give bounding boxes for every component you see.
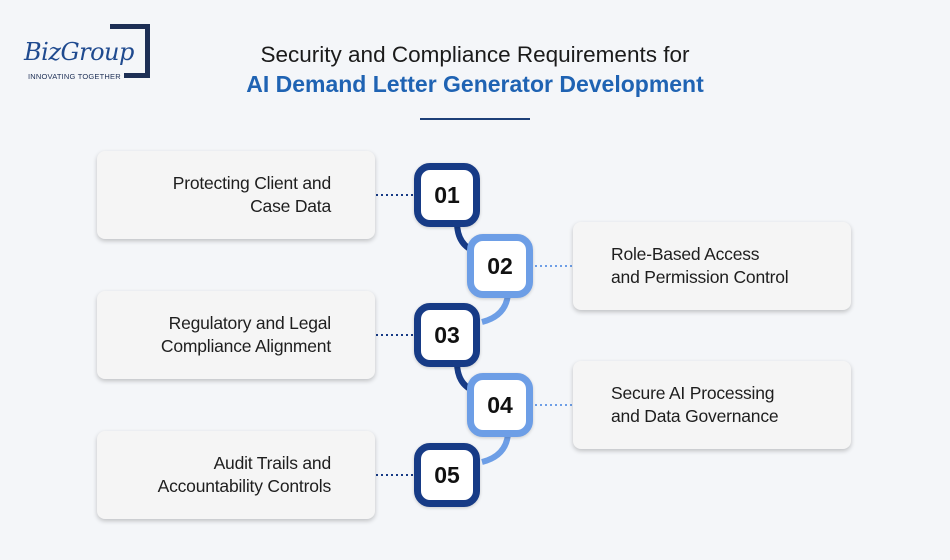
step-badge-02: 02 (467, 234, 533, 298)
step-label-04: Secure AI Processing and Data Governance (611, 383, 779, 426)
connector-02-03 (481, 293, 511, 325)
step-card-01: Protecting Client and Case Data (97, 151, 375, 239)
page-title-line-1: Security and Compliance Requirements for (260, 42, 690, 67)
logo-frame (110, 24, 150, 78)
step-label-01: Protecting Client and Case Data (172, 173, 331, 216)
step-badge-04: 04 (467, 373, 533, 437)
connector-04-05 (481, 433, 511, 465)
bizgroup-logo: BizGroup INNOVATING TOGETHER (22, 22, 162, 84)
step-badge-05: 05 (414, 443, 480, 507)
step-card-02: Role-Based Access and Permission Control (573, 222, 851, 310)
step-badge-01: 01 (414, 163, 480, 227)
step-label-03: Regulatory and Legal Compliance Alignmen… (160, 313, 331, 356)
step-number-04: 04 (487, 391, 513, 418)
step-number-02: 02 (487, 252, 513, 279)
step-card-03: Regulatory and Legal Compliance Alignmen… (97, 291, 375, 379)
logo-tagline: INNOVATING TOGETHER (28, 72, 124, 81)
step-number-01: 01 (434, 181, 460, 208)
step-number-03: 03 (434, 321, 460, 348)
page-title-line-2: AI Demand Letter Generator Development (246, 71, 704, 97)
step-card-05: Audit Trails and Accountability Controls (97, 431, 375, 519)
logo-wordmark: BizGroup (24, 38, 136, 66)
step-badge-03: 03 (414, 303, 480, 367)
step-label-02: Role-Based Access and Permission Control (611, 244, 789, 287)
step-number-05: 05 (434, 461, 460, 488)
step-card-04: Secure AI Processing and Data Governance (573, 361, 851, 449)
title-underline (420, 118, 530, 120)
step-label-05: Audit Trails and Accountability Controls (157, 453, 332, 496)
